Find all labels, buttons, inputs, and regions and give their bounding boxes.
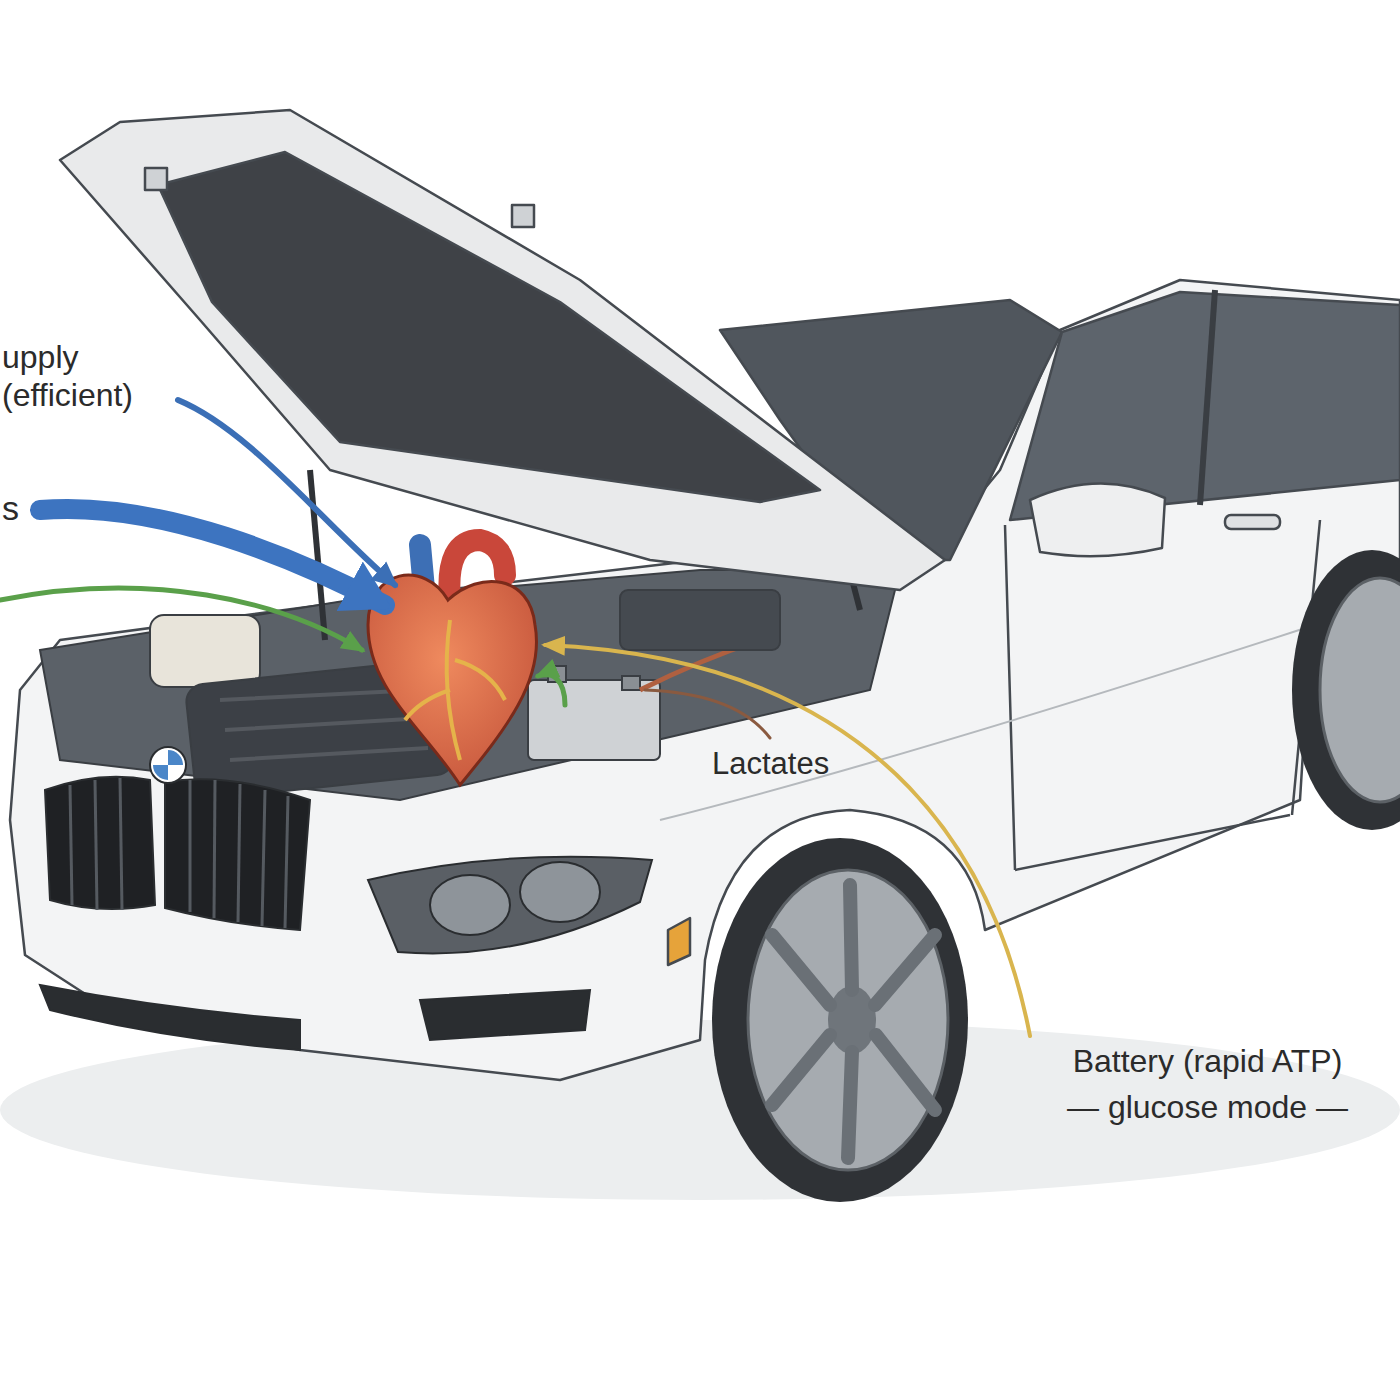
front-fascia: [40, 747, 652, 1050]
brown-leader: [645, 690, 770, 738]
callout-label: — glucose mode —: [1030, 1088, 1385, 1126]
callout-label: Lactates: [712, 745, 872, 782]
green-arrow: [0, 588, 362, 650]
callout-label: s: [2, 488, 42, 529]
heart: [368, 540, 537, 785]
flow-arrows: [0, 400, 1030, 1036]
green-arrow: [538, 674, 565, 705]
yellow-leader: [545, 645, 1030, 1036]
engine-bay: [40, 570, 900, 800]
blue-arrow: [178, 400, 395, 585]
open-hood: [60, 110, 945, 640]
front-wheel: [712, 838, 968, 1202]
ground-shadow: [0, 1020, 1400, 1200]
callout-label: Battery (rapid ATP): [1030, 1042, 1385, 1080]
rear-wheel: [1292, 550, 1400, 830]
callout-label: upply (efficient): [2, 338, 177, 415]
